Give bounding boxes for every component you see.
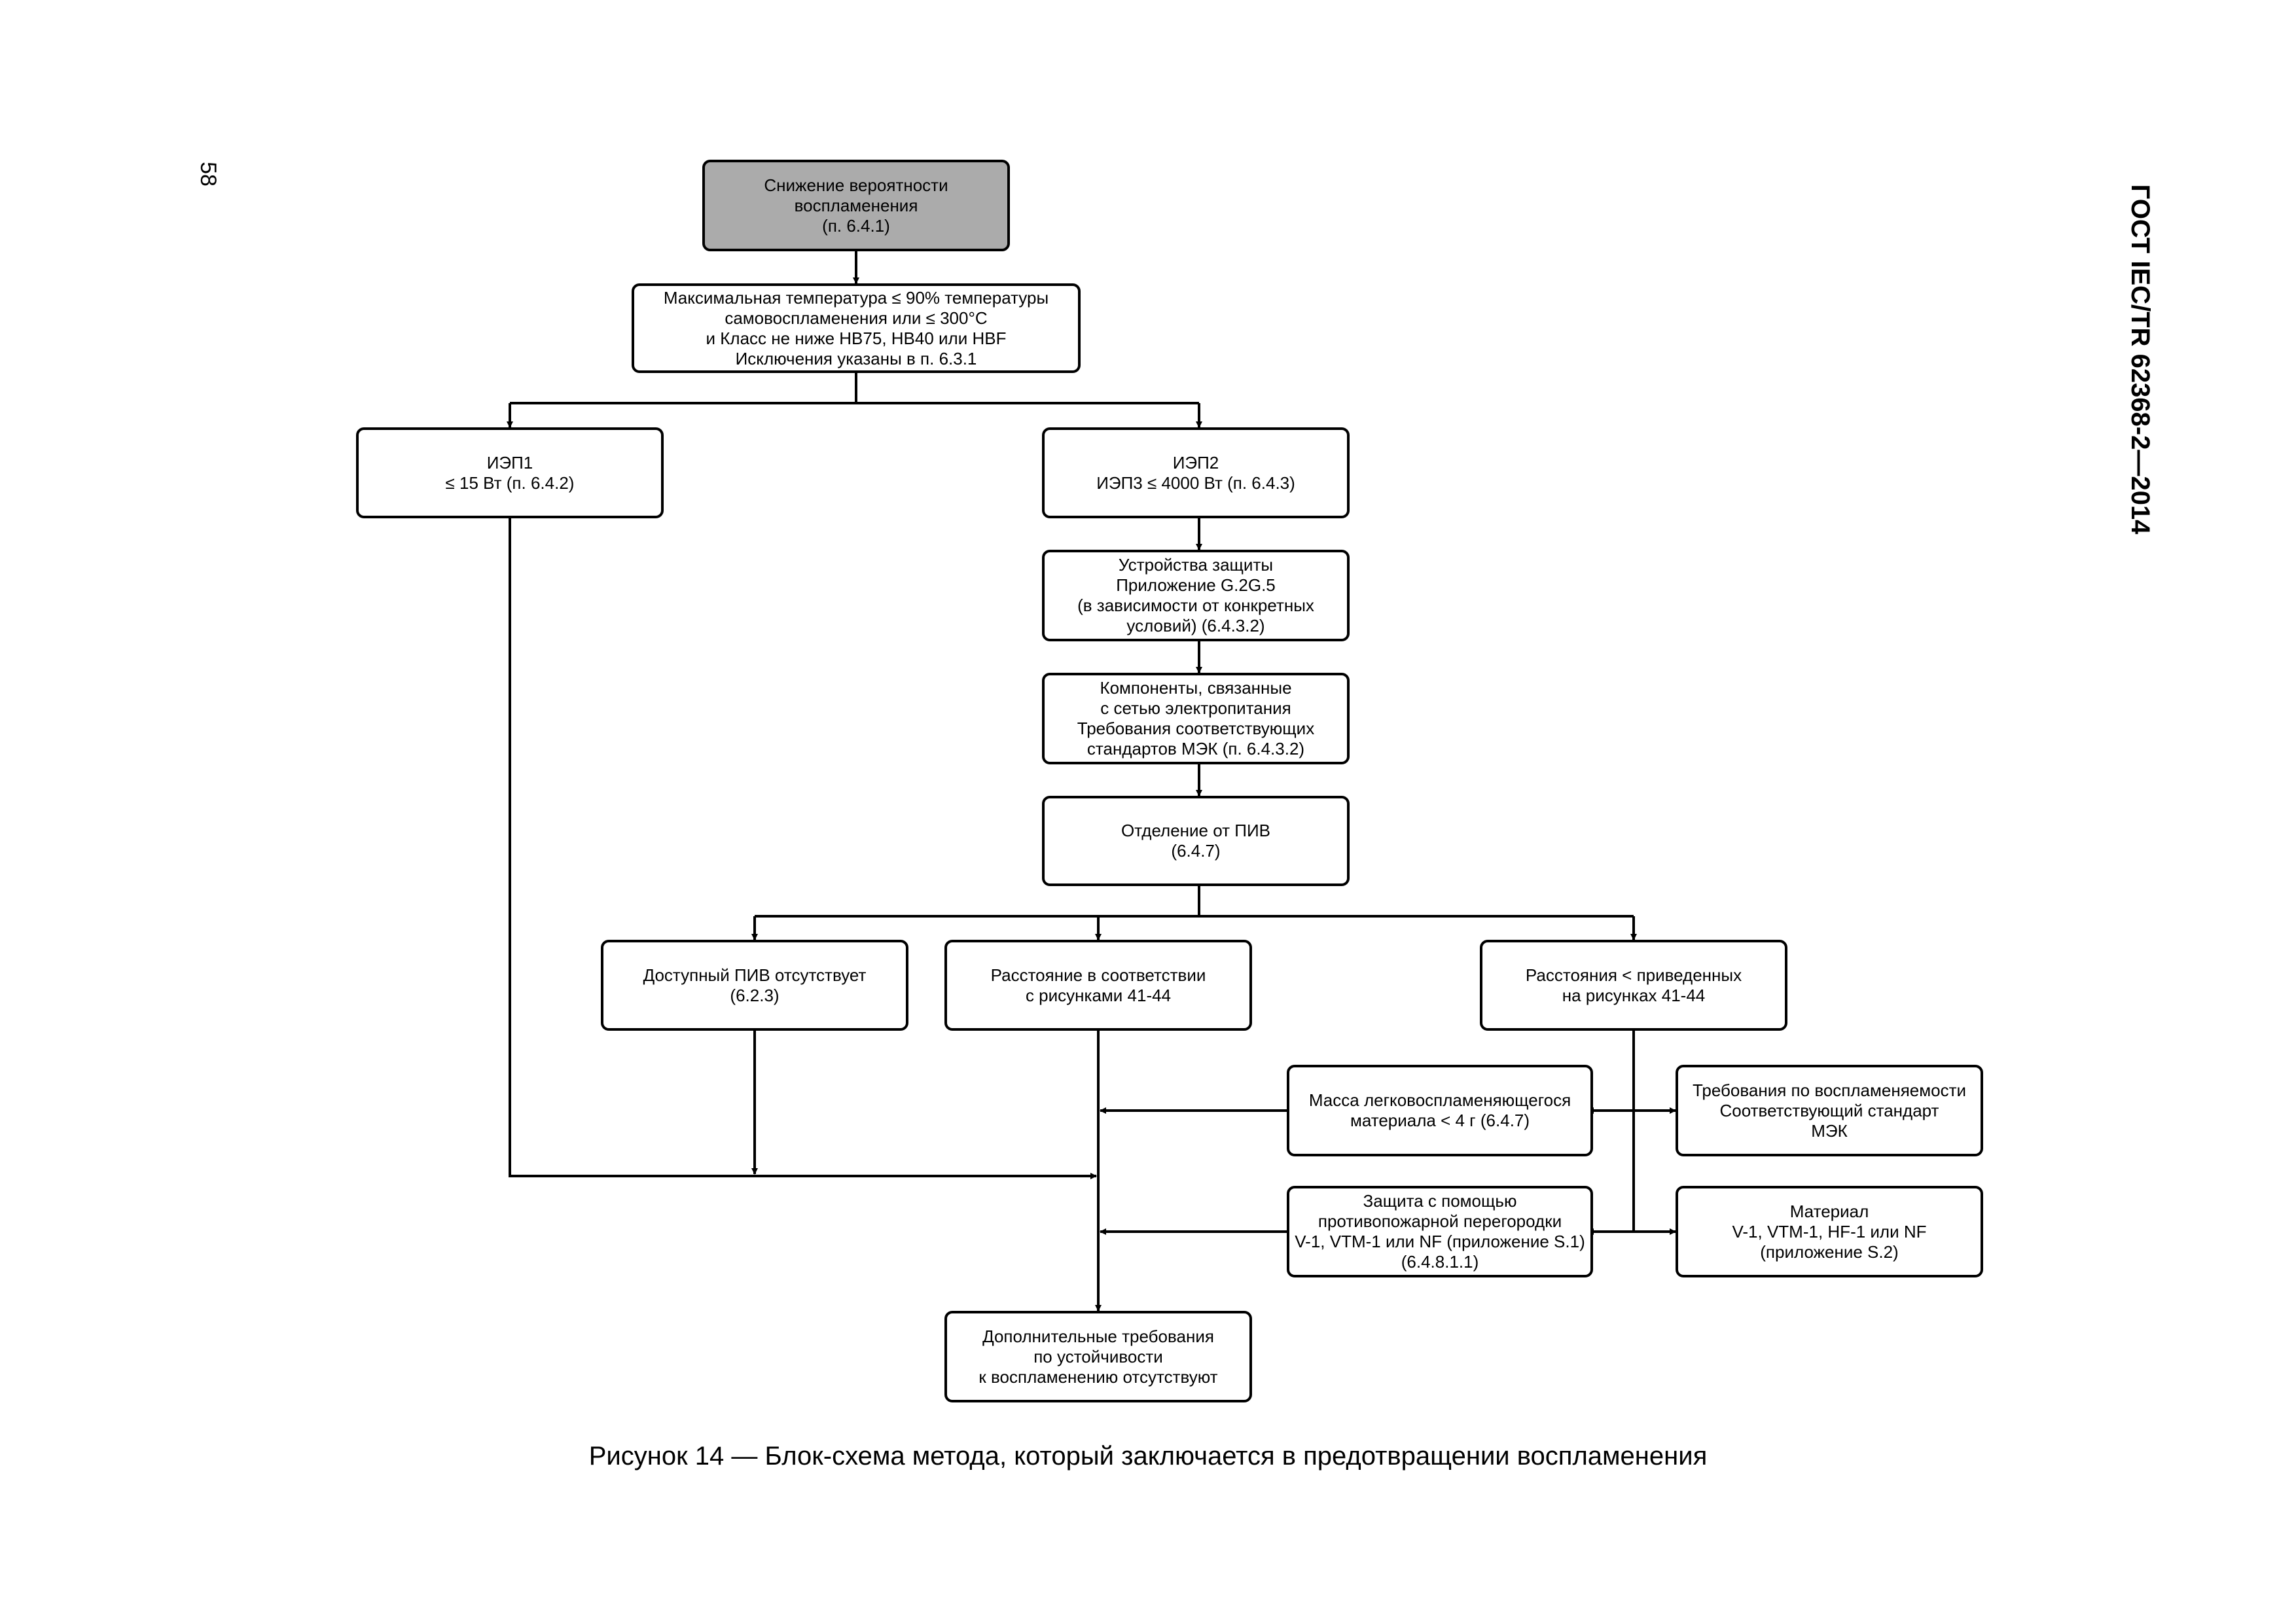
- box-ies2-ies3: ИЭП2 ИЭП3 ≤ 4000 Вт (п. 6.4.3): [1042, 427, 1350, 518]
- box-line: Отделение от ПИВ: [1121, 821, 1270, 840]
- box-line: (п. 6.4.1): [822, 215, 890, 236]
- arrow-ies1-to-main-line: [509, 518, 1097, 1179]
- box-line: (6.2.3): [730, 985, 780, 1005]
- box-no-additional-requirements: Дополнительные требования по устойчивост…: [944, 1311, 1252, 1402]
- box-ies1: ИЭП1 ≤ 15 Вт (п. 6.4.2): [356, 427, 664, 518]
- box-line: Расстояния < приведенных: [1525, 965, 1742, 985]
- box-line: (приложение S.2): [1760, 1241, 1899, 1262]
- box-fire-barrier: Защита с помощью противопожарной перегор…: [1287, 1186, 1593, 1277]
- box-material: Материал V-1, VTM-1, HF-1 или NF (прилож…: [1676, 1186, 1983, 1277]
- box-line: Требования соответствующих: [1077, 719, 1315, 738]
- box-line: Устройства защиты: [1118, 555, 1274, 575]
- box-mains-components: Компоненты, связанные с сетью электропит…: [1042, 673, 1350, 764]
- box-line: Расстояние в соответствии: [990, 965, 1206, 985]
- box-line: Максимальная температура ≤ 90% температу…: [663, 287, 1049, 308]
- box-line: (6.4.8.1.1): [1401, 1252, 1479, 1272]
- box-line: Компоненты, связанные: [1100, 678, 1292, 698]
- box-line: на рисунках 41-44: [1562, 985, 1706, 1005]
- box-protection-devices: Устройства защиты Приложение G.2G.5 (в з…: [1042, 550, 1350, 641]
- box-line: МЭК: [1811, 1120, 1848, 1141]
- box-separation-piv: Отделение от ПИВ (6.4.7): [1042, 796, 1350, 886]
- box-line: ИЭП2: [1172, 452, 1219, 473]
- box-line: Защита с помощью: [1363, 1191, 1517, 1211]
- box-line: Масса легковоспламеняющегося: [1308, 1090, 1571, 1110]
- box-line: ИЭП3 ≤ 4000 Вт (п. 6.4.3): [1096, 473, 1295, 493]
- box-line: Материал: [1789, 1201, 1869, 1221]
- box-flammable-mass: Масса легковоспламеняющегося материала <…: [1287, 1065, 1593, 1156]
- box-line: (в зависимости от конкретных: [1077, 596, 1314, 615]
- box-line: противопожарной перегородки: [1318, 1211, 1562, 1231]
- box-line: Соответствующий стандарт: [1719, 1100, 1939, 1120]
- box-line: (6.4.7): [1171, 841, 1221, 861]
- box-line: Дополнительные требования: [982, 1326, 1214, 1346]
- page-number: 58: [196, 162, 221, 187]
- box-line: ≤ 15 Вт (п. 6.4.2): [445, 473, 575, 493]
- box-line: V-1, VTM-1 или NF (приложение S.1): [1295, 1232, 1585, 1251]
- figure-caption: Рисунок 14 — Блок-схема метода, который …: [588, 1442, 1708, 1471]
- box-line: самовоспламенения или ≤ 300°C: [725, 308, 988, 328]
- box-line: Исключения указаны в п. 6.3.1: [735, 348, 977, 368]
- box-distances-less: Расстояния < приведенных на рисунках 41-…: [1480, 940, 1787, 1031]
- box-line: и Класс не ниже HB75, HB40 или HBF: [706, 328, 1007, 348]
- box-line: V-1, VTM-1, HF-1 или NF: [1732, 1221, 1927, 1241]
- box-max-temperature: Максимальная температура ≤ 90% температу…: [632, 283, 1081, 373]
- box-line: материала < 4 г (6.4.7): [1350, 1111, 1530, 1130]
- box-flammability-requirements: Требования по воспламеняемости Соответст…: [1676, 1065, 1983, 1156]
- box-line: с рисунками 41-44: [1025, 985, 1172, 1005]
- box-line: условий) (6.4.3.2): [1126, 616, 1265, 635]
- box-line: стандартов МЭК (п. 6.4.3.2): [1086, 739, 1305, 758]
- box-line: с сетью электропитания: [1100, 698, 1291, 718]
- box-line: Требования по воспламеняемости: [1692, 1080, 1967, 1100]
- box-line: ИЭП1: [486, 452, 533, 473]
- box-line: Снижение вероятности: [764, 175, 948, 195]
- box-line: Доступный ПИВ отсутствует: [643, 965, 867, 985]
- box-line: воспламенения: [794, 195, 918, 215]
- box-line: по устойчивости: [1033, 1346, 1163, 1366]
- box-distance-compliant: Расстояние в соответствии с рисунками 41…: [944, 940, 1252, 1031]
- box-line: Приложение G.2G.5: [1116, 575, 1276, 595]
- box-reduce-ignition: Снижение вероятности воспламенения (п. 6…: [702, 160, 1010, 251]
- document-id: ГОСТ IEC/TR 62368-2—2014: [2126, 184, 2155, 535]
- box-no-accessible-piv: Доступный ПИВ отсутствует (6.2.3): [601, 940, 908, 1031]
- box-line: к воспламенению отсутствуют: [978, 1366, 1218, 1387]
